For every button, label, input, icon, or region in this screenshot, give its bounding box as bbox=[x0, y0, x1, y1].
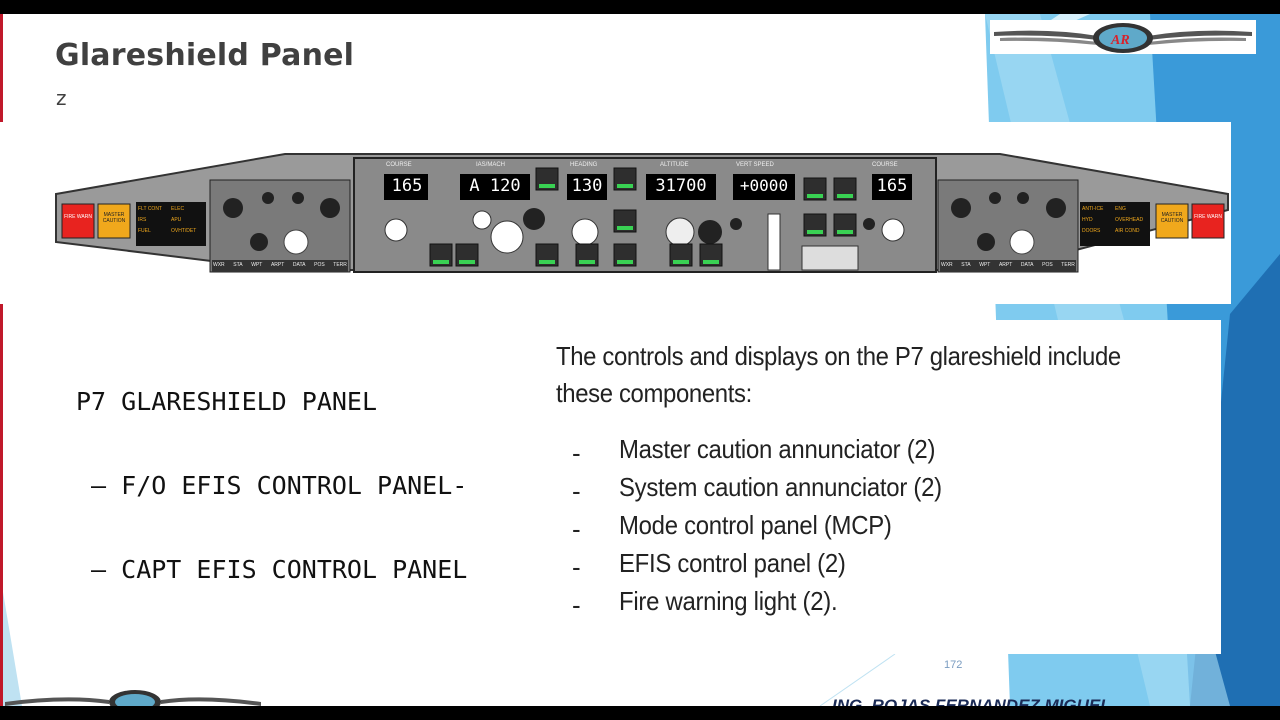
sys-anti-ice: ANTI-ICE bbox=[1082, 206, 1104, 212]
efis-right-sta[interactable]: STA bbox=[961, 262, 971, 268]
list-item-text: System caution annunciator (2) bbox=[619, 472, 942, 502]
footer-logo bbox=[5, 688, 265, 706]
left-border bbox=[0, 14, 3, 706]
master-caution-right[interactable]: MASTER CAUTION bbox=[1160, 212, 1184, 224]
mcp-label-course-left: COURSE bbox=[386, 162, 412, 168]
mcp-ias-mach: A 120 bbox=[469, 176, 521, 196]
sys-fuel: FUEL bbox=[138, 228, 151, 234]
bullet-marker: - bbox=[572, 590, 581, 620]
callout-fo-efis: – F/O EFIS CONTROL PANEL- bbox=[76, 471, 468, 500]
mcp-heading: 130 bbox=[571, 176, 603, 196]
mcp-course-right: 165 bbox=[876, 176, 908, 196]
sys-apu: APU bbox=[171, 217, 182, 223]
efis-left-terr[interactable]: TERR bbox=[333, 262, 347, 268]
list-item-text: Master caution annunciator (2) bbox=[619, 434, 936, 464]
slide-subtitle: z bbox=[56, 86, 67, 110]
author-footer: ING. ROJAS FERNANDEZ MIGUEL bbox=[832, 696, 1111, 706]
sys-eng: ENG bbox=[1115, 206, 1126, 212]
efis-right-arpt[interactable]: ARPT bbox=[998, 262, 1013, 268]
sys-air-cond: AIR COND bbox=[1115, 228, 1140, 234]
efis-right-wpt[interactable]: WPT bbox=[979, 262, 991, 268]
list-item-text: EFIS control panel (2) bbox=[619, 548, 846, 578]
efis-right-terr[interactable]: TERR bbox=[1061, 262, 1075, 268]
bullet-marker: - bbox=[572, 476, 581, 506]
description-intro: The controls and displays on the P7 glar… bbox=[556, 341, 1121, 408]
efis-buttons-right[interactable]: WXR STA WPT ARPT DATA POS TERR bbox=[941, 262, 1075, 268]
efis-right-data[interactable]: DATA bbox=[1020, 262, 1034, 268]
page-number: 172 bbox=[944, 659, 963, 671]
mcp-altitude: 31700 bbox=[655, 176, 707, 196]
list-item-text: Fire warning light (2). bbox=[619, 586, 838, 616]
slide: Glareshield Panel z AR bbox=[0, 14, 1280, 706]
sys-elec: ELEC bbox=[171, 206, 185, 212]
description-box bbox=[530, 320, 1221, 654]
efis-left-wxr[interactable]: WXR bbox=[213, 262, 225, 268]
mcp-label-heading: HEADING bbox=[570, 162, 598, 168]
callout-capt-efis: – CAPT EFIS CONTROL PANEL bbox=[76, 555, 468, 584]
glareshield-panel-image: 165 A 120 130 31700 +0000 165 COURSE IAS… bbox=[0, 122, 1231, 304]
efis-left-pos[interactable]: POS bbox=[314, 262, 325, 268]
efis-buttons-left[interactable]: WXR STA WPT ARPT DATA POS TERR bbox=[213, 262, 347, 268]
sys-hyd: HYD bbox=[1082, 217, 1093, 223]
bullet-marker: - bbox=[572, 438, 581, 468]
efis-left-arpt[interactable]: ARPT bbox=[270, 262, 285, 268]
mcp-vert-speed: +0000 bbox=[739, 176, 789, 195]
panel-callouts: P7 GLARESHIELD PANEL – F/O EFIS CONTROL … bbox=[76, 332, 467, 640]
bullet-marker: - bbox=[572, 514, 581, 544]
svg-text:AR: AR bbox=[1110, 33, 1130, 48]
system-annunciator-right[interactable]: ANTI-ICE ENG HYD OVERHEAD DOORS AIR COND bbox=[1082, 206, 1148, 234]
efis-left-wpt[interactable]: WPT bbox=[251, 262, 263, 268]
sys-overhead: OVERHEAD bbox=[1115, 217, 1144, 223]
callout-heading: P7 GLARESHIELD PANEL bbox=[76, 387, 378, 416]
mcp-label-course-right: COURSE bbox=[872, 162, 898, 168]
fire-warn-left[interactable]: FIRE WARN bbox=[64, 214, 92, 220]
slide-title: Glareshield Panel bbox=[55, 38, 355, 73]
mcp-label-ias: IAS/MACH bbox=[476, 162, 506, 168]
efis-right-pos[interactable]: POS bbox=[1042, 262, 1053, 268]
master-caution-left[interactable]: MASTER CAUTION bbox=[102, 212, 126, 224]
efis-right-wxr[interactable]: WXR bbox=[941, 262, 953, 268]
mcp-label-vert-speed: VERT SPEED bbox=[736, 162, 774, 168]
mcp-label-altitude: ALTITUDE bbox=[660, 162, 689, 168]
list-item-text: Mode control panel (MCP) bbox=[619, 510, 892, 540]
efis-left-sta[interactable]: STA bbox=[233, 262, 243, 268]
efis-left-data[interactable]: DATA bbox=[292, 262, 306, 268]
fire-warn-right[interactable]: FIRE WARN bbox=[1194, 214, 1222, 220]
mcp-course-left: 165 bbox=[391, 176, 423, 196]
sys-ovht-det: OVHT/DET bbox=[171, 228, 197, 234]
sys-irs: IRS bbox=[138, 217, 147, 223]
system-annunciator-left[interactable]: FLT CONT ELEC IRS APU FUEL OVHT/DET bbox=[138, 206, 204, 234]
bullet-marker: - bbox=[572, 552, 581, 582]
sys-doors: DOORS bbox=[1082, 228, 1101, 234]
sys-flt-cont: FLT CONT bbox=[138, 206, 162, 212]
company-logo: AR bbox=[990, 20, 1256, 54]
